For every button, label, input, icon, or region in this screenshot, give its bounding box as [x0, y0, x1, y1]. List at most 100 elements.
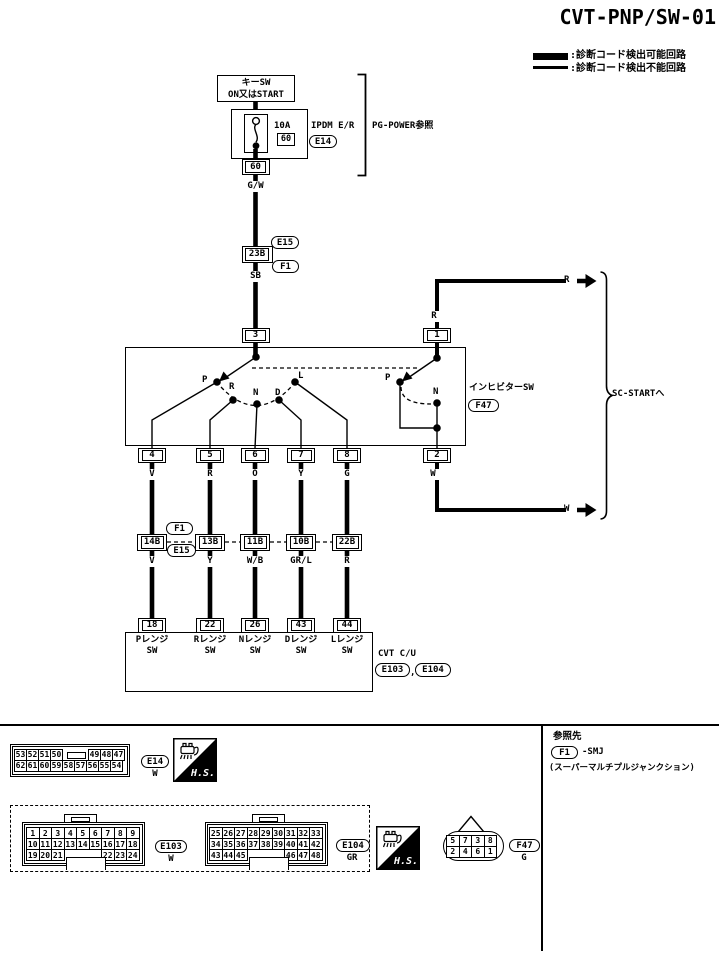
- arrow-label-r: R: [564, 275, 570, 285]
- pin-cell: 21: [51, 849, 65, 861]
- e103-bottom-notch: [66, 857, 106, 870]
- fuse-rating: 10A: [274, 121, 291, 131]
- terminal-6: 6: [241, 448, 269, 463]
- pin-cell: 47: [112, 749, 125, 761]
- connector-face-e104-color: GR: [346, 853, 358, 863]
- fuse-number-box: 60: [277, 133, 295, 146]
- pg-power-ref-label: PG-POWER参照: [372, 121, 434, 131]
- footer-vertical-divider: [541, 726, 543, 951]
- contact-label-n2: N: [433, 387, 439, 397]
- pin-cell: 54: [110, 760, 123, 772]
- pin-cell: 47: [296, 849, 310, 861]
- reference-title: 参照先: [553, 731, 582, 742]
- wire-color-gw: G/W: [242, 181, 269, 192]
- terminal-2: 2: [423, 448, 451, 463]
- inhibitor-switch-box: [125, 347, 466, 446]
- e104-tab-slot: [259, 816, 278, 822]
- contact-label-p2: P: [385, 373, 391, 383]
- footer-separator-line: [0, 723, 719, 726]
- wire-color-col2: R: [198, 469, 222, 480]
- terminal-8: 8: [333, 448, 361, 463]
- terminal-60: 60: [241, 159, 270, 175]
- terminal-4: 4: [138, 448, 166, 463]
- wire-color2-col2: Y: [193, 556, 227, 567]
- terminal-10b: 10B: [286, 534, 316, 551]
- legend-thick-line-sample: [533, 53, 568, 60]
- wire-color-w-branch: W: [426, 469, 440, 480]
- terminal-7: 7: [287, 448, 315, 463]
- pin-cell: 2: [446, 845, 460, 858]
- wire-color2-col4: GR/L: [284, 556, 318, 567]
- key-slot-rect: [66, 751, 86, 759]
- connector-face-e103-color: W: [168, 854, 174, 864]
- hs-label: H.S.: [393, 856, 418, 867]
- contact-label-d: D: [275, 388, 281, 398]
- pin-cell: 45: [234, 849, 248, 861]
- wire-color2-col1: V: [135, 556, 169, 567]
- terminal-5: 5: [196, 448, 224, 463]
- terminal-1: 1: [423, 328, 451, 343]
- connector-ref-e104: E104: [415, 663, 451, 677]
- pin-cell: 43: [209, 849, 223, 861]
- legend-thin-line-sample: [533, 66, 568, 69]
- terminal-14b: 14B: [137, 534, 167, 551]
- page-title: CVT-PNP/SW-01: [559, 5, 716, 29]
- reference-name: -SMJ: [582, 747, 604, 757]
- wire-color-sb: SB: [243, 271, 268, 282]
- connector-ref-f47: F47: [468, 399, 499, 412]
- arrow-label-w: W: [564, 504, 570, 514]
- wire-color-col4: Y: [289, 469, 313, 480]
- connector-face-e103-ref: E103: [155, 840, 187, 853]
- hand-connector-glyph: [179, 742, 199, 760]
- terminal-22: 22: [196, 618, 224, 633]
- pin-cell: 19: [26, 849, 40, 861]
- connector-ref-f1-mid: F1: [166, 522, 193, 535]
- pin-cell: 20: [38, 849, 52, 861]
- e103-tab-slot: [71, 816, 90, 822]
- terminal-26: 26: [241, 618, 269, 633]
- pin-cell: 44: [221, 849, 235, 861]
- terminal-44: 44: [333, 618, 361, 633]
- pin-cell: 38: [259, 838, 273, 850]
- harness-side-view-icon: H.S.: [173, 738, 217, 782]
- pin-cell: 50: [50, 749, 63, 761]
- terminal-18: 18: [138, 618, 166, 633]
- harness-side-view-icon: H.S.: [376, 826, 420, 870]
- terminal-23b: 23B: [241, 246, 273, 263]
- connector-ref-separator: ,: [410, 668, 416, 678]
- wire-color-col5: G: [335, 469, 359, 480]
- e104-bottom-notch: [249, 857, 289, 870]
- wire-color-r-branch: R: [427, 311, 441, 322]
- terminal-13b: 13B: [195, 534, 225, 551]
- terminal-43: 43: [287, 618, 315, 633]
- pin-cell: 23: [113, 849, 127, 861]
- pin-cell: 1: [483, 845, 497, 858]
- wire-color-col1: V: [140, 469, 164, 480]
- hs-label: H.S.: [190, 768, 215, 779]
- pin-cell: 48: [309, 849, 323, 861]
- key-switch-box: キーSW ON又はSTART: [217, 75, 295, 102]
- terminal-3: 3: [241, 328, 270, 343]
- connector-ref-e14: E14: [309, 135, 337, 148]
- terminal-11b: 11B: [240, 534, 270, 551]
- inhibitor-switch-label: インヒビターSW: [469, 383, 534, 393]
- wire-color2-col5: R: [330, 556, 364, 567]
- hand-connector-glyph: [382, 830, 402, 848]
- pin-cell: 4: [458, 845, 472, 858]
- terminal-22b: 22B: [332, 534, 362, 551]
